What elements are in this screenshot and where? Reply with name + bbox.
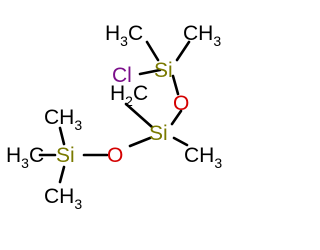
bond-o-si-mid [170,109,183,126]
bond-ch2-si-mid [124,102,154,129]
h3c-top-label: H3C [105,22,143,49]
cl-atom: Cl [112,64,132,87]
h3c-left-label: H3C [6,144,44,171]
ch3-mid-label: CH3 [184,144,222,171]
bonds [38,40,191,184]
bond-si-top-h3c [145,40,160,62]
ch3-bot-down-label: CH3 [44,185,82,212]
ch3-bot-up-label: CH3 [44,106,82,133]
structure-diagram: H3C CH3 Si H2C Cl O Si CH3 O Si H3C CH3 … [6,22,222,212]
o-lower-atom: O [107,144,123,167]
bond-si-mid-o [128,136,152,148]
si-bot-atom: Si [56,144,75,167]
si-mid-atom: Si [149,122,168,145]
h2c-link-label: H2C [110,82,148,109]
bond-si-bot-ch3-down [58,165,66,184]
bond-si-mid-ch3 [172,136,189,147]
ch3-top-label: CH3 [183,22,221,49]
bond-si-top-ch3 [175,40,191,62]
si-top-atom: Si [154,59,173,82]
bond-si-top-ch2 [138,68,162,76]
bond-si-top-o [171,74,180,96]
o-upper-atom: O [173,92,189,115]
bond-si-bot-ch3-up [58,126,66,146]
